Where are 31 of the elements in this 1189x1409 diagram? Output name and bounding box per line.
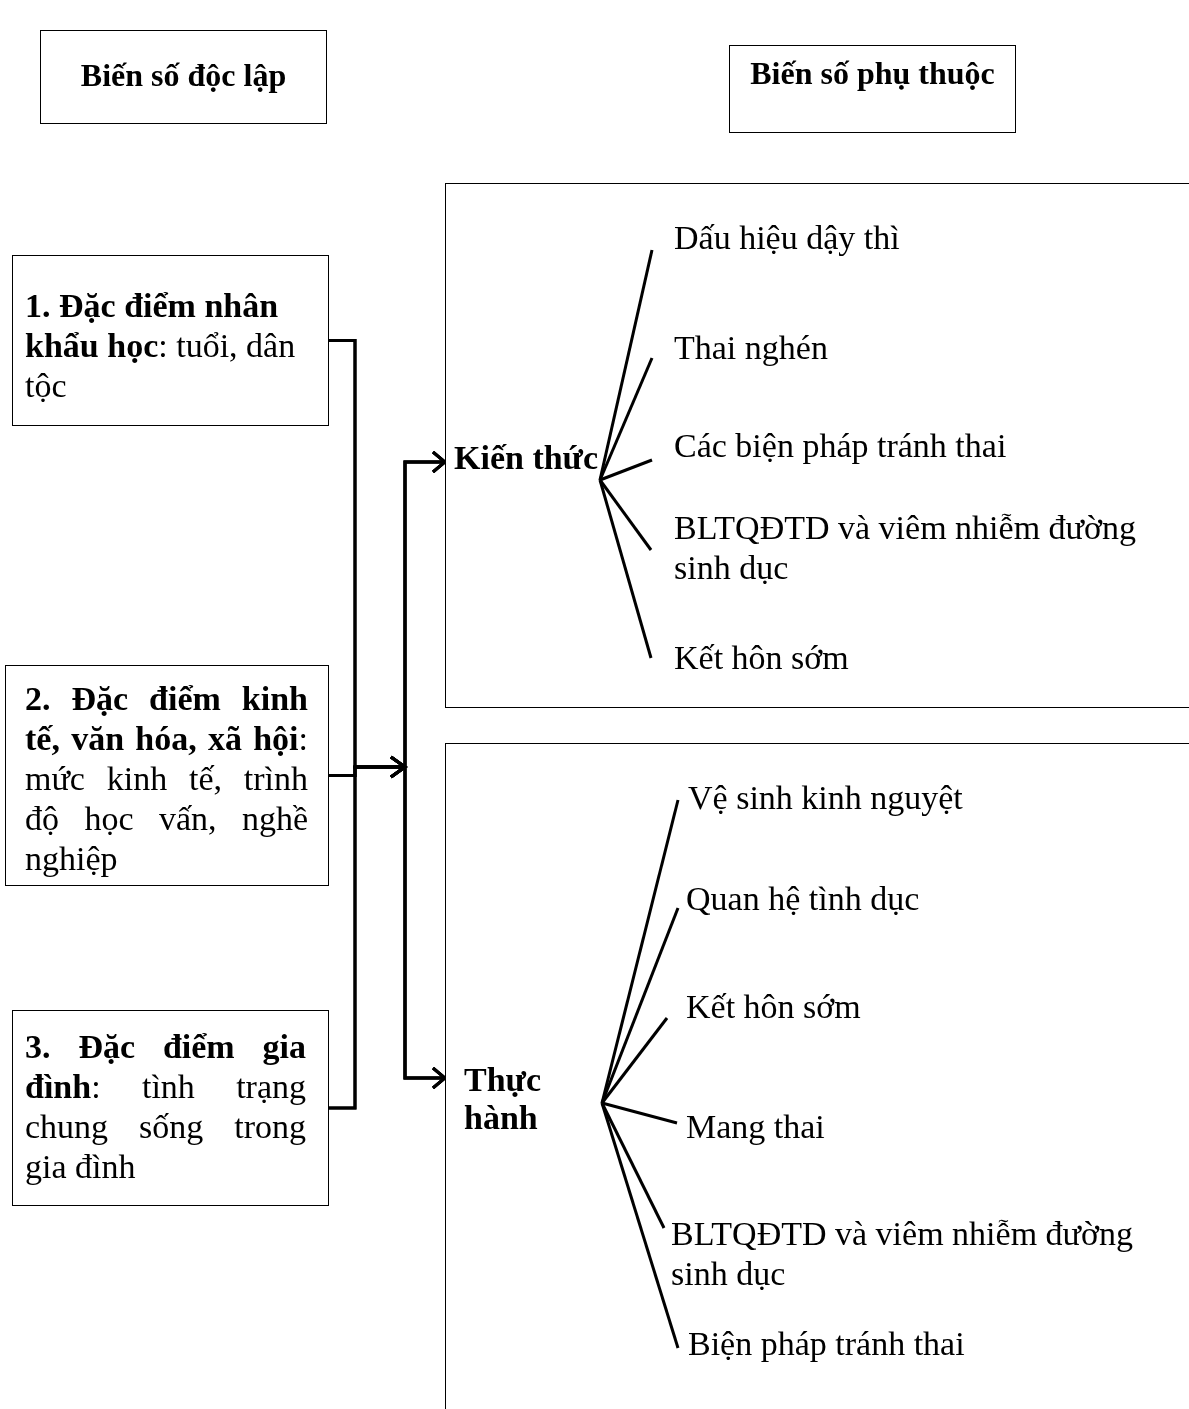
branch-line [601,1101,678,1125]
box-text: 2. Đặc điểm kinh tế, văn hóa, xã hội: mức kinh tế, trình độ học vấn, nghề nghiệp [25,679,308,879]
branch-line [598,357,654,481]
variable-box [12,255,329,426]
heading-box [40,30,327,124]
panel-frame [445,183,1189,708]
panel-frame [445,743,1189,1409]
outcome-label: Kết hôn sớm [674,638,850,678]
outcome-label: Quan hệ tình dục [686,879,921,919]
outcome-label: Dấu hiệu dậy thì [674,218,901,258]
heading-box [729,45,1016,133]
box-heading: Biến số phụ thuộc [749,54,996,93]
outcome-label: Vệ sinh kinh nguyệt [688,778,964,818]
box-heading: Biến số độc lập [79,56,288,95]
outcome-label: Biện pháp tránh thai [688,1324,966,1364]
outcome-label: Các biện pháp tránh thai [674,426,1008,466]
box-text: 3. Đặc điểm gia đình: tình trạng chung sống trong gia đình [25,1027,306,1187]
outcome-label: BLTQĐTD và viêm nhiễm đường sinh dục [671,1214,1134,1294]
branch-line [600,907,680,1104]
outcome-label: Mang thai [686,1107,826,1147]
branch-line [598,479,653,659]
outcome-label: Kết hôn sớm [686,987,862,1027]
branch-line [600,1102,680,1349]
branch-line [599,458,653,482]
variable-box [12,1010,329,1206]
variable-box [5,665,329,886]
category-label: Thực hành [464,1061,543,1137]
outcome-label: BLTQĐTD và viêm nhiễm đường sinh dục [674,508,1137,588]
outcome-label: Thai nghén [674,328,829,368]
category-label: Kiến thức [454,439,600,477]
box-text: 1. Đặc điểm nhân khẩu học: tuổi, dân tộc [25,286,297,406]
